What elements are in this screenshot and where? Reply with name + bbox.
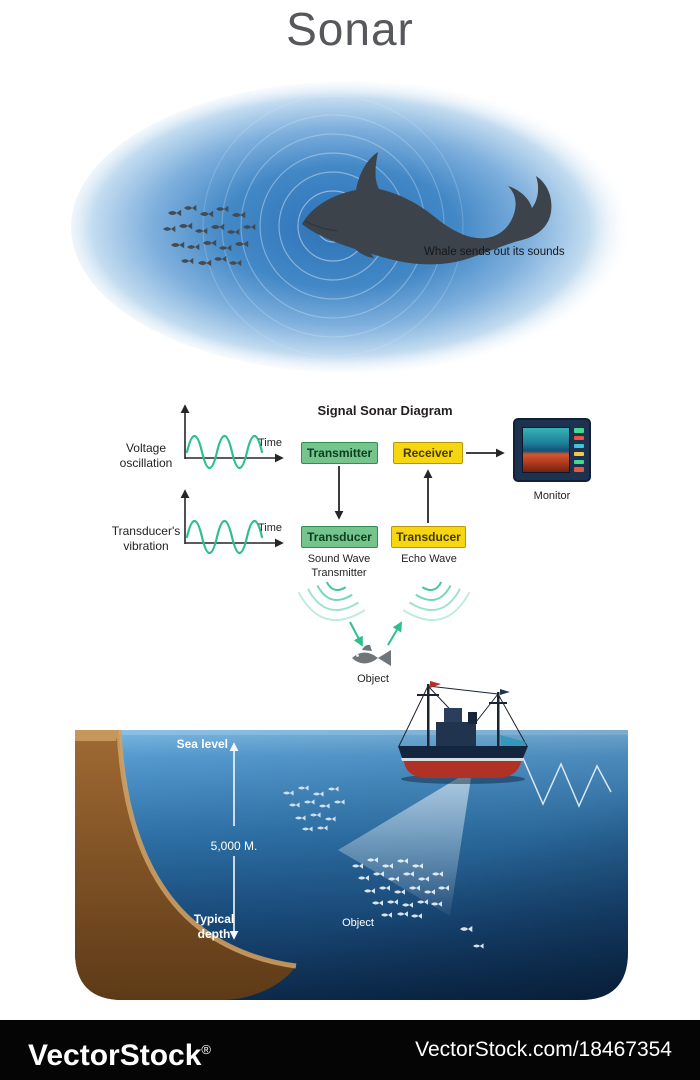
- transmitter-box: Transmitter: [301, 442, 378, 464]
- whale-silhouette: [302, 152, 552, 265]
- echo-wave-label: Echo Wave: [401, 553, 457, 565]
- object-label-ocean: Object: [342, 917, 374, 929]
- deep-water-shading: [75, 730, 628, 1000]
- transducer-right-box: Transducer: [391, 526, 466, 548]
- brand-text: VectorStock: [28, 1039, 202, 1072]
- voltage-oscillation-label: Voltage oscillation: [119, 441, 173, 470]
- transducer-left-box: Transducer: [301, 526, 378, 548]
- vibration-wave: [185, 519, 264, 555]
- echo-wave-arcs: [402, 581, 471, 622]
- led: [574, 443, 584, 449]
- vibration-axis: [180, 489, 284, 548]
- led: [574, 459, 584, 465]
- brand-logo: VectorStock®: [28, 1020, 211, 1080]
- signal-diagram-graphics: [180, 404, 505, 666]
- voltage-wave: [185, 434, 264, 470]
- led: [574, 428, 584, 433]
- object-fish: [352, 644, 391, 666]
- sonar-beam: [338, 778, 471, 916]
- monitor-screen: [522, 427, 570, 473]
- led: [574, 451, 584, 457]
- monitor-indicator-lights: [574, 428, 584, 472]
- registered-mark: ®: [201, 1042, 212, 1057]
- sea-level-label: Sea level: [176, 737, 228, 751]
- typical-depth-label: Typical depth: [193, 912, 235, 941]
- object-label-diagram: Object: [357, 673, 389, 685]
- fishing-ship: [398, 681, 528, 784]
- monitor-device: [513, 418, 591, 482]
- watermark-url: VectorStock.com/18467354: [415, 1038, 672, 1061]
- led: [574, 435, 584, 441]
- echo-zigzag: [522, 757, 612, 808]
- page-title: Sonar: [286, 3, 414, 55]
- depth-value: 5,000 M.: [210, 839, 258, 853]
- time-label-top: Time: [257, 437, 283, 449]
- transducer-vibration-label: Transducer's vibration: [111, 524, 181, 553]
- seabed-land: [75, 729, 297, 1000]
- echo-direction-arrow: [387, 621, 403, 646]
- sound-wave-arcs: [297, 581, 366, 622]
- ocean-illustration: [75, 681, 628, 1000]
- led: [574, 467, 584, 472]
- whale-illustration: [71, 81, 633, 373]
- sound-wave-transmitter-label: Sound Wave Transmitter: [307, 553, 371, 579]
- voltage-axis: [180, 404, 284, 463]
- sound-direction-arrow: [349, 621, 363, 647]
- time-label-bottom: Time: [257, 522, 283, 534]
- monitor-label: Monitor: [533, 490, 571, 502]
- signal-diagram-heading: Signal Sonar Diagram: [317, 403, 453, 418]
- watermark-footer: VectorStock® VectorStock.com/18467354: [0, 1020, 700, 1080]
- ship-rigging: [398, 685, 528, 747]
- receiver-box: Receiver: [393, 442, 463, 464]
- whale-caption: Whale sends out its sounds: [424, 246, 565, 258]
